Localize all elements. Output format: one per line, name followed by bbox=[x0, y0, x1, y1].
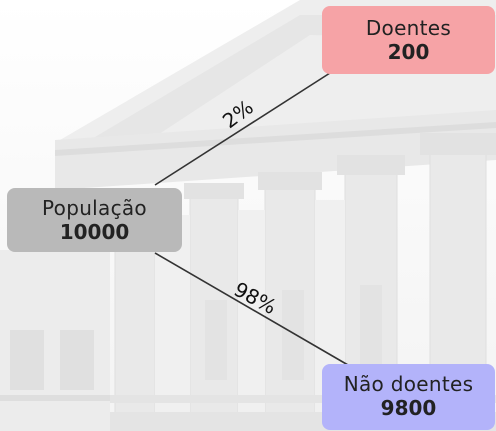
node-populacao-name: População bbox=[42, 196, 147, 220]
node-nao-doentes-value: 9800 bbox=[380, 396, 437, 420]
node-populacao-value: 10000 bbox=[59, 220, 130, 244]
node-nao-doentes: Não doentes 9800 bbox=[322, 364, 495, 430]
node-nao-doentes-name: Não doentes bbox=[343, 372, 474, 396]
node-doentes-name: Doentes bbox=[365, 16, 452, 40]
edge-to-doentes bbox=[154, 72, 331, 186]
edge-to-nao-doentes bbox=[154, 252, 349, 366]
node-doentes-value: 200 bbox=[387, 40, 430, 64]
node-populacao: População 10000 bbox=[7, 188, 182, 252]
node-doentes: Doentes 200 bbox=[322, 6, 495, 74]
